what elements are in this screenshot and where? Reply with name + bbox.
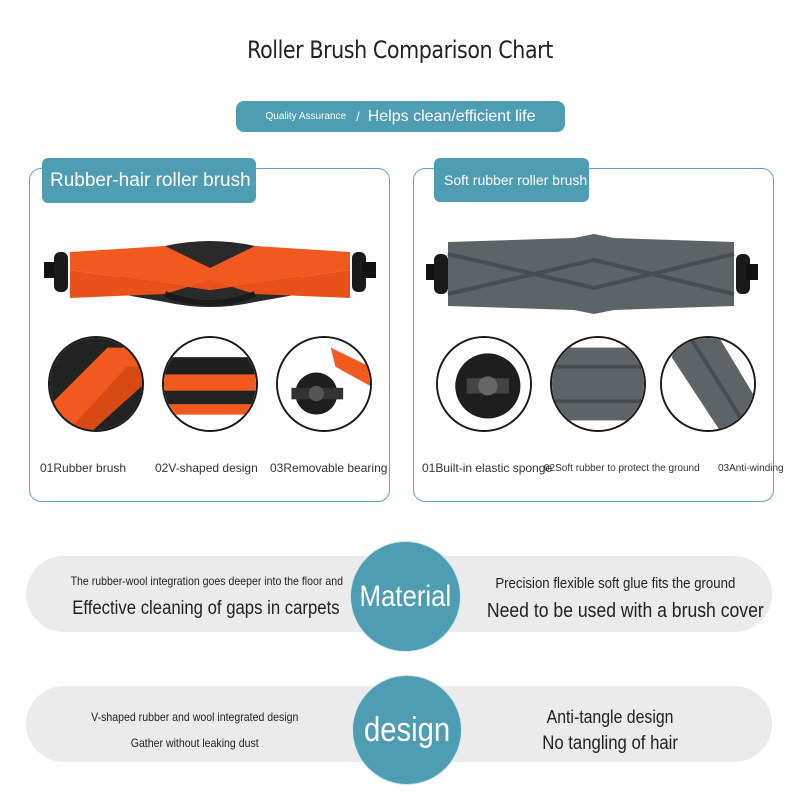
material-left-line2: Effective cleaning of gaps in carpets: [72, 598, 340, 619]
soft-feature-1: 01Built-in elastic sponge: [422, 461, 553, 475]
rubber-feature-3: 03Removable bearing: [270, 461, 388, 475]
soft-rubber-brush-image: [426, 234, 758, 314]
soft-rubber-tag-label: Soft rubber roller brush: [444, 172, 588, 188]
rubber-hair-tag-label: Rubber-hair roller brush: [50, 169, 251, 191]
material-right-line1: Precision flexible soft glue fits the gr…: [495, 575, 735, 592]
elastic-sponge-closeup: [436, 336, 532, 432]
design-badge: design: [353, 676, 461, 784]
rubber-hair-brush-image: [44, 241, 376, 307]
page-title: Roller Brush Comparison Chart: [247, 36, 553, 64]
soft-rubber-closeup: [550, 336, 646, 432]
material-right-line2: Need to be used with a brush cover: [486, 600, 764, 622]
soft-rubber-panel: [413, 168, 774, 502]
rubber-hair-panel: [29, 168, 390, 502]
soft-feature-2: 02Soft rubber to protect the ground: [544, 463, 700, 474]
soft-rubber-tag: Soft rubber roller brush: [434, 158, 589, 202]
design-left-line2: Gather without leaking dust: [131, 736, 259, 750]
removable-bearing-closeup: [276, 336, 372, 432]
soft-feature-3: 03Anti-winding: [718, 463, 784, 474]
quality-small-text: Quality Assurance: [265, 111, 347, 122]
quality-pill: Quality Assurance / Helps clean/efficien…: [236, 101, 565, 132]
v-shaped-closeup: [162, 336, 258, 432]
rubber-feature-2: 02V-shaped design: [155, 461, 258, 475]
quality-main-text: Helps clean/efficient life: [367, 107, 536, 125]
design-right-line1: Anti-tangle design: [546, 707, 674, 727]
design-left-line1: V-shaped rubber and wool integrated desi…: [91, 710, 299, 724]
design-right-line2: No tangling of hair: [542, 733, 678, 754]
anti-winding-closeup: [660, 336, 756, 432]
material-left-line1: The rubber-wool integration goes deeper …: [70, 574, 343, 588]
rubber-hair-tag: Rubber-hair roller brush: [42, 158, 256, 203]
material-badge: Material: [351, 542, 460, 651]
quality-separator: /: [356, 109, 360, 124]
rubber-brush-closeup: [48, 336, 144, 432]
rubber-feature-1: 01Rubber brush: [40, 461, 127, 475]
